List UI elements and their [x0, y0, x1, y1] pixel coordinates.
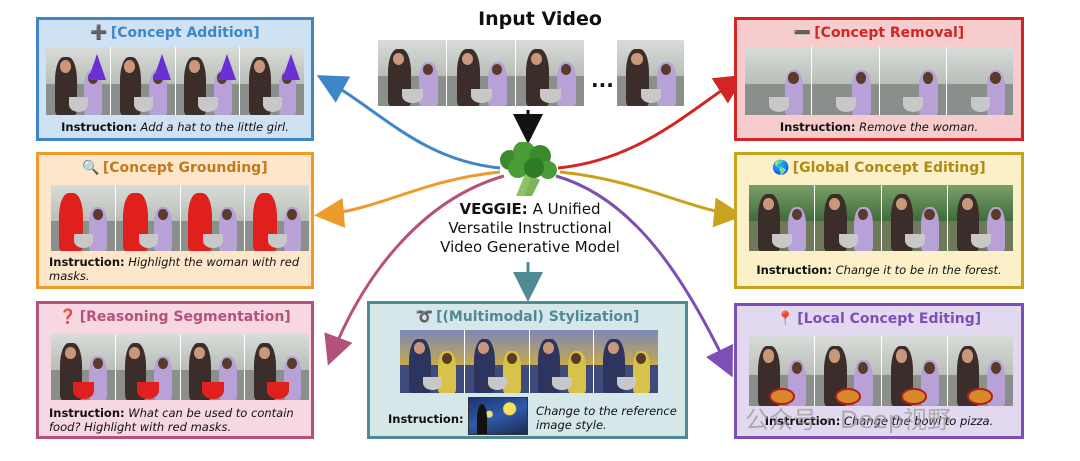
concept-grounding-frames [51, 185, 309, 251]
video-frame [516, 40, 584, 106]
input-video-title: Input Video [478, 8, 602, 30]
ellipsis: ... [591, 68, 614, 92]
model-desc-line1: A Unified [532, 200, 601, 218]
model-desc-line3: Video Generative Model [440, 238, 620, 256]
video-frame [594, 330, 658, 393]
video-frame [881, 185, 948, 251]
concept-removal-frames [745, 47, 1013, 115]
video-frame [749, 336, 816, 406]
model-desc-line2: Versatile Instructional [448, 219, 612, 237]
video-frame [51, 185, 116, 251]
video-frame [815, 185, 882, 251]
video-frame [400, 330, 465, 393]
global-concept-editing-frames [749, 185, 1013, 251]
input-video-strip [378, 40, 584, 106]
video-frame [617, 40, 684, 106]
concept-addition-instruction: Instruction: Add a hat to the little gir… [61, 120, 289, 134]
concept-removal-title: [Concept Removal] [814, 25, 965, 41]
video-frame [881, 336, 948, 406]
video-frame [110, 47, 176, 115]
video-frame [815, 336, 882, 406]
video-frame [947, 185, 1013, 251]
video-frame [947, 336, 1013, 406]
stylization-instruction-label: Instruction: [388, 412, 464, 426]
video-frame [115, 185, 181, 251]
video-frame [946, 47, 1013, 115]
stylization-instruction: Change to the reference image style. [536, 404, 677, 432]
video-frame [879, 47, 947, 115]
watermark: 公众号 · Deep视野 [745, 406, 952, 434]
local-concept-editing-title: [Local Concept Editing] [797, 311, 982, 327]
stylization-frames [400, 330, 658, 393]
video-frame [240, 47, 304, 115]
reasoning-segmentation-panel: ❓[Reasoning Segmentation] Instruction: W… [36, 301, 314, 439]
stylization-panel: ➰[(Multimodal) Stylization] Instruction:… [367, 301, 688, 439]
global-concept-editing-instruction: Instruction: Change it to be in the fore… [756, 263, 1002, 277]
concept-grounding-instruction: Instruction: Highlight the woman with re… [49, 255, 300, 283]
local-concept-editing-panel: 📍[Local Concept Editing] Instruction: Ch… [734, 303, 1024, 439]
stylization-title: [(Multimodal) Stylization] [436, 309, 640, 325]
pin-icon: 📍 [776, 311, 795, 327]
video-frame [175, 47, 241, 115]
minus-icon: ➖ [793, 25, 812, 41]
reasoning-segmentation-instruction: Instruction: What can be used to contain… [49, 406, 294, 434]
reasoning-segmentation-title: [Reasoning Segmentation] [79, 309, 291, 325]
model-description: VEGGIE: A Unified Versatile Instructiona… [420, 200, 640, 257]
arrow-to-concept-removal [557, 74, 746, 170]
broccoli-icon [500, 142, 557, 196]
arrow-to-reasoning-segmentation [324, 174, 505, 366]
video-frame [378, 40, 447, 106]
question-icon: ❓ [59, 309, 77, 325]
arrow-to-concept-addition [316, 75, 501, 170]
arrow-to-concept-grounding [314, 170, 501, 228]
video-frame [46, 47, 111, 115]
concept-addition-frames [46, 47, 304, 115]
concept-grounding-panel: 🔍[Concept Grounding] Instruction: Highli… [36, 152, 314, 289]
curly-loop-icon: ➰ [415, 309, 434, 325]
video-frame [115, 334, 181, 400]
video-frame [245, 334, 309, 400]
concept-removal-panel: ➖[Concept Removal] Instruction: Remove t… [734, 17, 1024, 141]
model-name: VEGGIE: [459, 200, 528, 218]
plus-icon: ➕ [90, 25, 108, 41]
global-concept-editing-title: [Global Concept Editing] [792, 160, 986, 176]
globe-icon: 🌎 [772, 160, 790, 176]
video-frame [529, 330, 595, 393]
video-frame [749, 185, 816, 251]
video-frame [464, 330, 530, 393]
reasoning-segmentation-frames [51, 334, 309, 400]
local-concept-editing-frames [749, 336, 1013, 406]
concept-addition-title: [Concept Addition] [110, 25, 260, 41]
video-frame [51, 334, 116, 400]
reference-style-image [468, 397, 528, 435]
concept-grounding-title: [Concept Grounding] [102, 160, 268, 176]
arrow-to-local-editing [555, 174, 733, 378]
video-frame [447, 40, 516, 106]
magnifier-icon: 🔍 [82, 160, 100, 176]
video-frame [180, 185, 246, 251]
video-frame [180, 334, 246, 400]
global-concept-editing-panel: 🌎[Global Concept Editing] Instruction: C… [734, 152, 1024, 289]
local-concept-editing-instruction: Instruction: Change the bowl to pizza. [764, 414, 994, 428]
video-frame [812, 47, 880, 115]
arrow-to-global-editing [559, 170, 744, 228]
video-frame [245, 185, 309, 251]
concept-addition-panel: ➕[Concept Addition] Instruction: Add a h… [36, 17, 314, 141]
input-video-last-frame [617, 40, 684, 106]
video-frame [745, 47, 813, 115]
concept-removal-instruction: Instruction: Remove the woman. [779, 120, 979, 134]
